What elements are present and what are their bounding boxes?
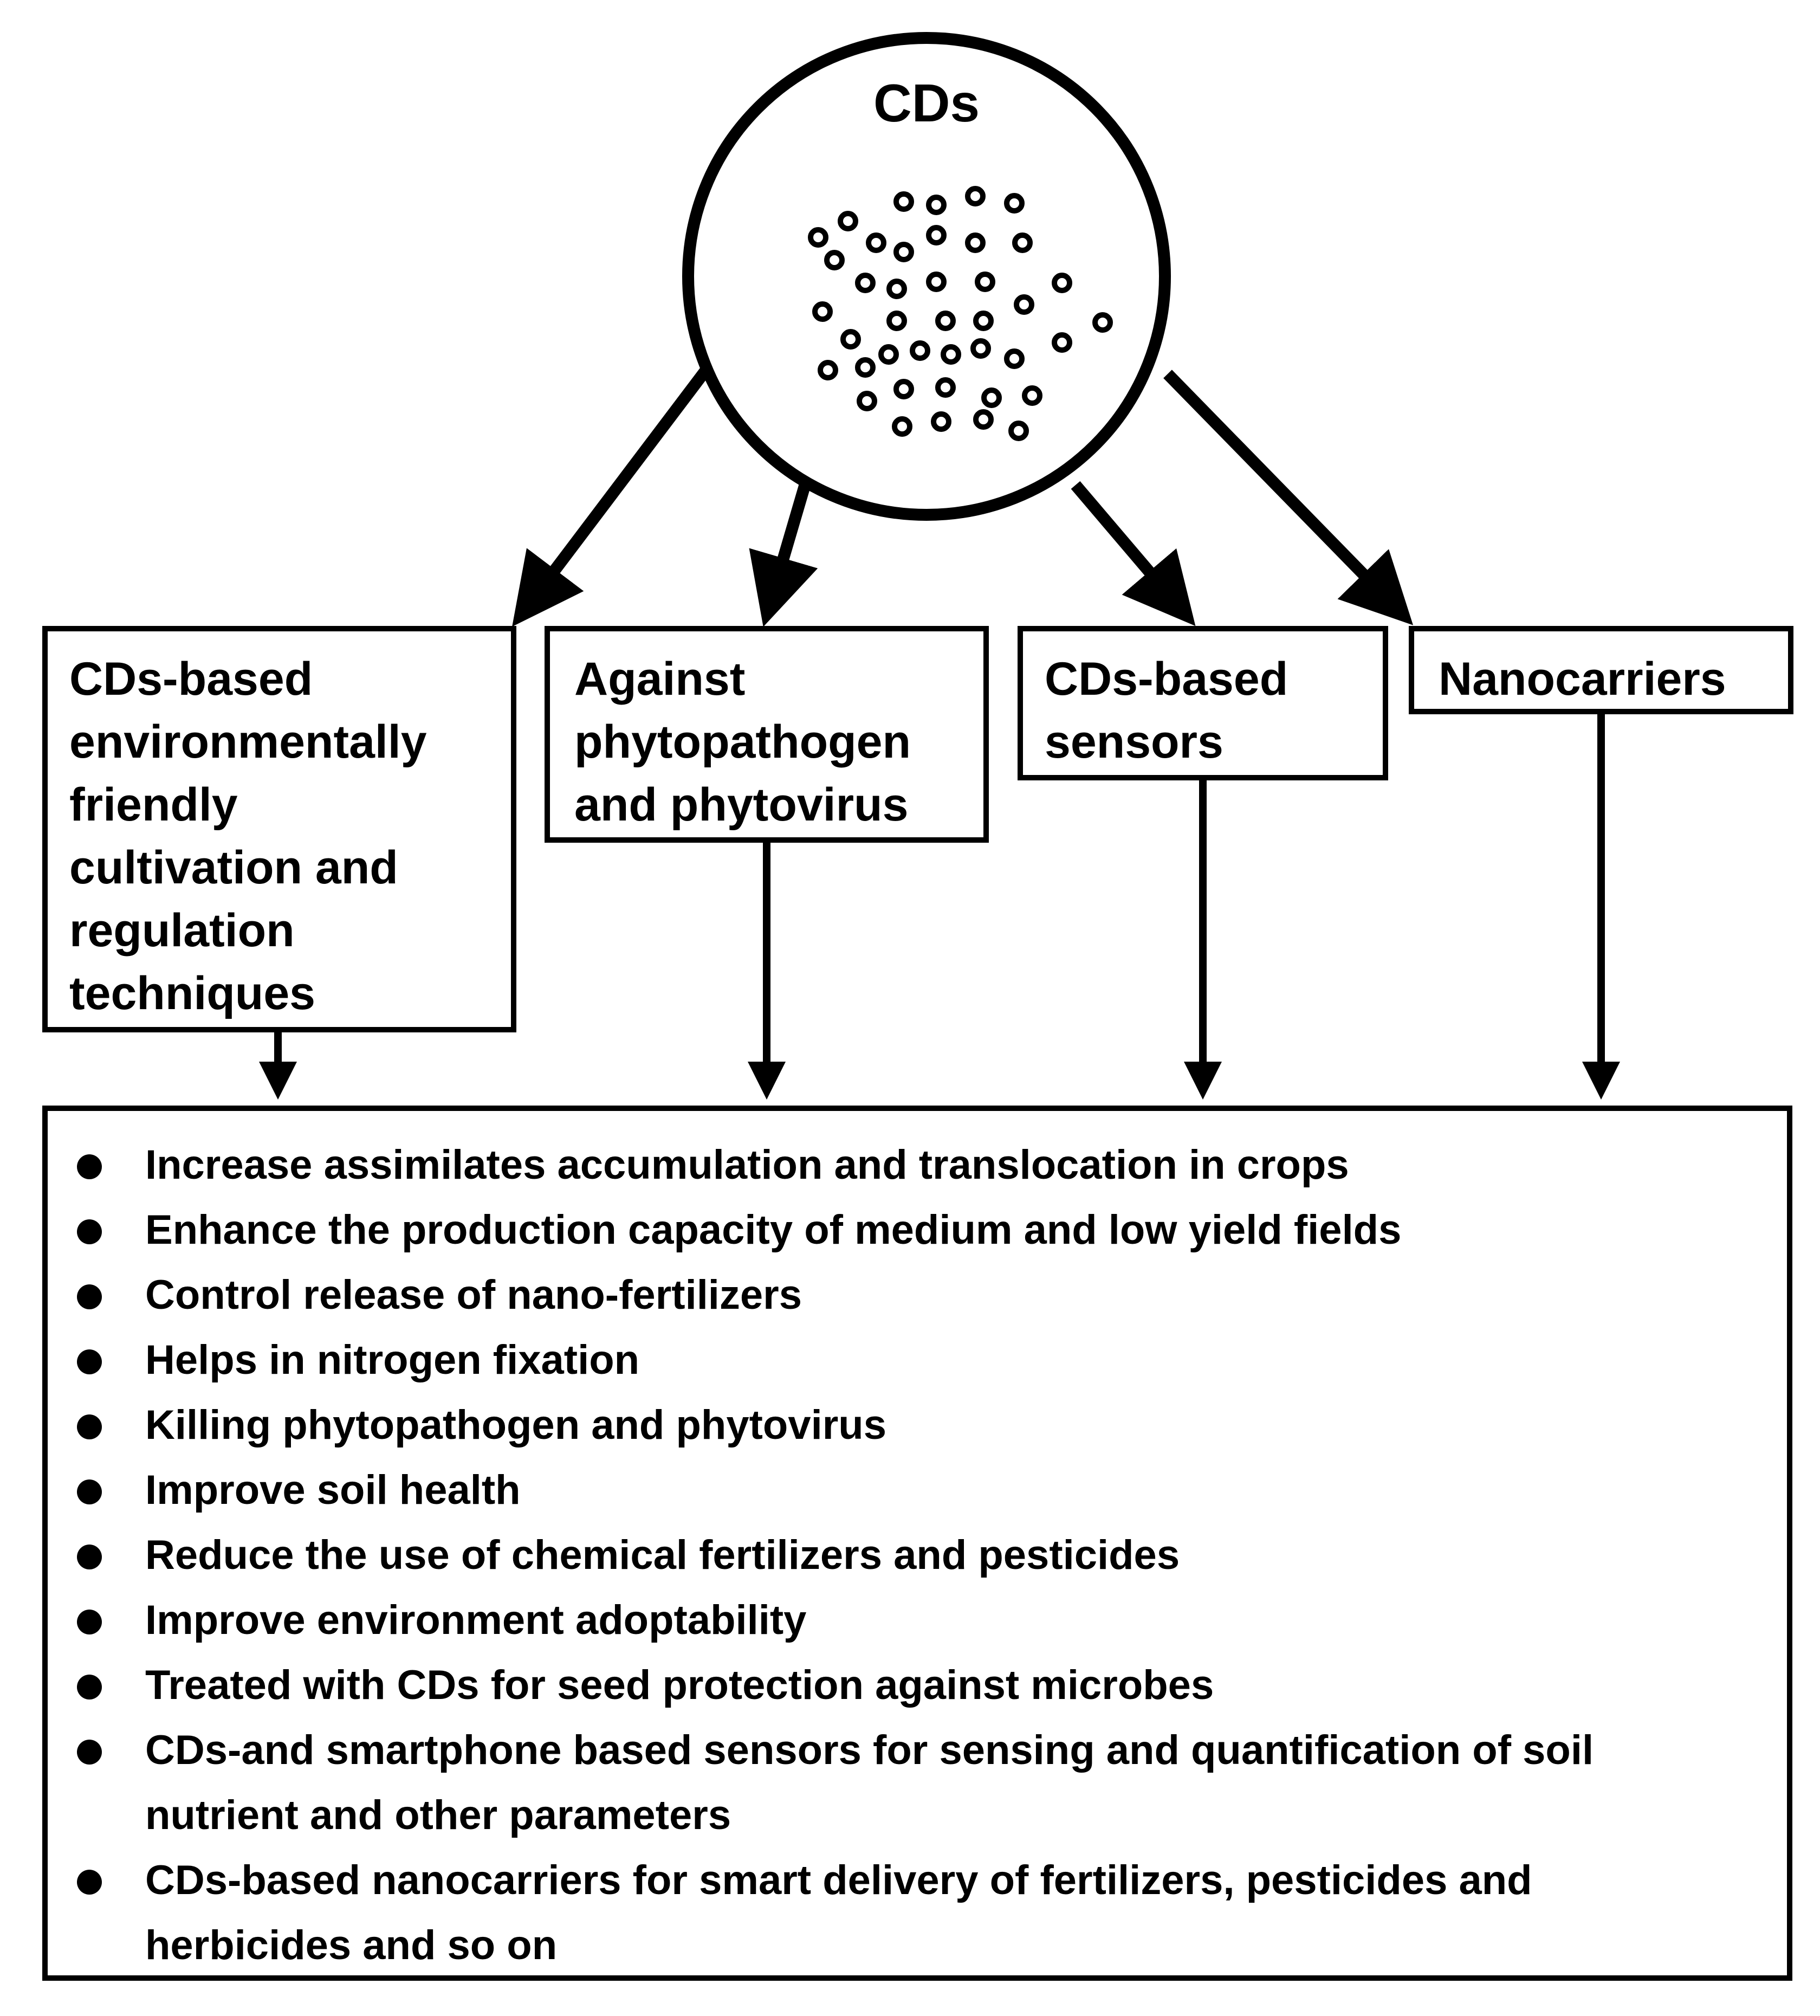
bullet-icon <box>77 1870 102 1895</box>
arrow-hub-to-sensors <box>1071 481 1196 626</box>
carbon-dot-cluster <box>808 186 1113 441</box>
carbon-dot <box>886 279 907 299</box>
carbon-dot <box>893 191 914 212</box>
outcome-item: Helps in nitrogen fixation <box>48 1328 1771 1393</box>
carbon-dot <box>910 340 930 361</box>
carbon-dot <box>931 411 951 432</box>
bullet-icon <box>77 1479 102 1504</box>
box-sensors: CDs-based sensors <box>1018 626 1388 780</box>
bullet-icon <box>77 1349 102 1374</box>
arrow-hub-to-cultivation <box>512 365 712 627</box>
carbon-dot <box>941 344 961 365</box>
carbon-dot <box>935 377 956 398</box>
carbon-dot <box>1022 385 1042 406</box>
outcomes-box: Increase assimilates accumulation and tr… <box>42 1106 1792 1981</box>
bullet-icon <box>77 1740 102 1765</box>
carbon-dot <box>886 311 907 331</box>
box-sensors-label: CDs-based sensors <box>1045 653 1288 768</box>
outcome-text: Killing phytopathogen and phytovirus <box>145 1402 886 1448</box>
outcome-item: Reduce the use of chemical fertilizers a… <box>48 1523 1771 1588</box>
outcome-item: CDs-and smartphone based sensors for sen… <box>48 1718 1771 1848</box>
carbon-dot <box>812 301 833 322</box>
carbon-dot <box>878 344 899 365</box>
outcome-item: Improve environment adoptability <box>48 1588 1771 1653</box>
carbon-dot <box>1012 232 1033 253</box>
carbon-dot <box>1008 421 1029 441</box>
outcome-text: Reduce the use of chemical fertilizers a… <box>145 1532 1180 1578</box>
box-nanocarriers-label: Nanocarriers <box>1439 653 1726 705</box>
carbon-dot <box>973 409 994 430</box>
carbon-dot <box>1004 193 1025 214</box>
bullet-icon <box>77 1219 102 1244</box>
carbon-dot <box>926 195 947 215</box>
carbon-dot <box>926 225 947 245</box>
carbon-dot <box>965 186 986 206</box>
carbon-dot <box>893 379 914 399</box>
outcome-text: Treated with CDs for seed protection aga… <box>145 1662 1214 1708</box>
outcome-text: Improve soil health <box>145 1467 521 1513</box>
arrow-hub-to-nanocarriers <box>1163 370 1414 625</box>
carbon-dot <box>857 391 877 411</box>
bullet-icon <box>77 1414 102 1439</box>
outcome-item: Increase assimilates accumulation and tr… <box>48 1133 1771 1198</box>
carbon-dot <box>855 357 876 378</box>
cds-hub-circle <box>682 32 1171 521</box>
bullet-icon <box>77 1284 102 1309</box>
bullet-icon <box>77 1154 102 1179</box>
outcome-text: CDs-based nanocarriers for smart deliver… <box>145 1857 1532 1968</box>
carbon-dot <box>840 329 861 350</box>
carbon-dot <box>893 242 914 262</box>
outcome-text: Helps in nitrogen fixation <box>145 1337 640 1383</box>
outcome-item: Treated with CDs for seed protection aga… <box>48 1653 1771 1718</box>
carbon-dot <box>855 273 876 293</box>
bullet-icon <box>77 1675 102 1700</box>
carbon-dot <box>935 311 956 331</box>
outcome-item: Enhance the production capacity of mediu… <box>48 1198 1771 1263</box>
box-phytopathogen: Against phytopathogen and phytovirus <box>545 626 989 843</box>
box-nanocarriers: Nanocarriers <box>1409 626 1793 714</box>
hub-title: CDs <box>873 73 980 133</box>
arrow-hub-to-phytopathogen <box>749 480 818 627</box>
carbon-dot <box>1014 294 1034 315</box>
outcomes-list: Increase assimilates accumulation and tr… <box>48 1133 1771 1978</box>
carbon-dot <box>981 387 1002 408</box>
carbon-dot <box>808 227 828 248</box>
outcome-text: Increase assimilates accumulation and tr… <box>145 1142 1349 1188</box>
outcome-text: CDs-and smartphone based sensors for sen… <box>145 1727 1594 1838</box>
carbon-dot <box>838 211 858 231</box>
carbon-dot <box>818 360 838 380</box>
outcome-text: Control release of nano-fertilizers <box>145 1272 802 1318</box>
carbon-dot <box>970 338 991 359</box>
outcome-text: Enhance the production capacity of mediu… <box>145 1207 1402 1253</box>
box-phytopathogen-label: Against phytopathogen and phytovirus <box>574 653 911 831</box>
carbon-dot <box>926 272 947 292</box>
outcome-item: CDs-based nanocarriers for smart deliver… <box>48 1848 1771 1978</box>
box-cultivation: CDs-based environmentally friendly culti… <box>42 626 516 1032</box>
carbon-dot <box>1052 332 1072 353</box>
carbon-dot <box>1004 348 1025 369</box>
outcome-item: Control release of nano-fertilizers <box>48 1263 1771 1328</box>
box-cultivation-label: CDs-based environmentally friendly culti… <box>69 653 427 1019</box>
carbon-dot <box>965 232 986 253</box>
outcome-text: Improve environment adoptability <box>145 1597 807 1643</box>
outcome-item: Improve soil health <box>48 1458 1771 1523</box>
carbon-dot <box>973 311 994 331</box>
carbon-dot <box>975 272 995 292</box>
carbon-dot <box>824 250 845 270</box>
bullet-icon <box>77 1610 102 1634</box>
carbon-dot <box>1092 312 1113 333</box>
carbon-dot <box>866 232 886 253</box>
carbon-dot <box>1052 273 1072 293</box>
outcome-item: Killing phytopathogen and phytovirus <box>48 1393 1771 1458</box>
carbon-dot <box>892 416 912 437</box>
bullet-icon <box>77 1545 102 1569</box>
